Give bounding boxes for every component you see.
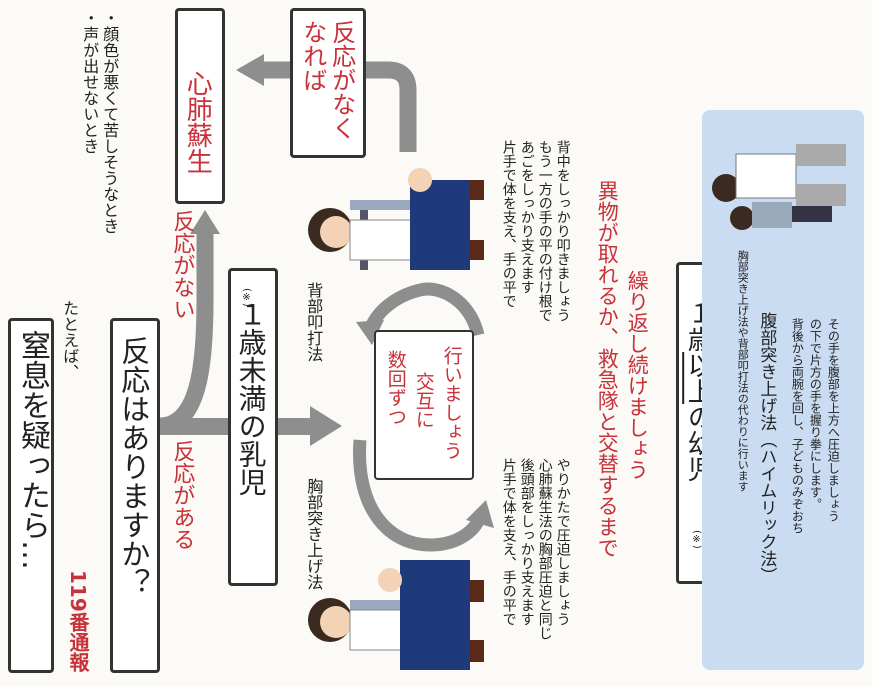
- back-blow-label: 背部叩打法: [304, 282, 324, 362]
- examples-lead: たとえば、: [60, 300, 80, 380]
- back-blow-illustration: [308, 168, 484, 270]
- chest-thrust-label: 胸部突き上げ法: [304, 478, 324, 590]
- reaction-no: 反応がない: [169, 210, 195, 320]
- heimlich-desc-2: の下で片方の手を握り拳にします。: [808, 318, 823, 510]
- heimlich-illustration: [712, 144, 846, 230]
- alternate-line-3: 行いましょう: [440, 346, 463, 460]
- repeat-line-2: 繰り返し続けましょう: [625, 270, 650, 480]
- heimlich-desc-1: 背後から両腕を回し、子どものみぞおち: [790, 318, 805, 534]
- infant-title-box: [228, 268, 278, 586]
- back-desc-2: あごをしっかり支えます: [518, 140, 535, 294]
- question-box: [110, 318, 160, 673]
- suspect-text: 窒息を疑ったら…: [15, 330, 50, 570]
- call-119-text: 119番通報: [66, 570, 90, 672]
- alternate-line-2: 交互に: [412, 372, 435, 429]
- infant-note-mark: (※): [241, 288, 252, 307]
- alternate-box: [374, 330, 474, 480]
- repeat-line-1: 異物が取れるか、救急隊と交替するまで: [595, 180, 620, 558]
- back-desc-3: もう一方の手の平の付け根で: [536, 140, 553, 322]
- suspect-box: [8, 318, 54, 673]
- example-1: ・声が出せないとき: [80, 10, 100, 154]
- chest-desc-3: 心肺蘇生法の胸部圧迫と同じ: [536, 458, 553, 640]
- no-reaction-again-text: 反応がなくなれば: [298, 20, 356, 140]
- question-text: 反応はありますか？: [116, 336, 151, 597]
- chest-desc-4: やりかたで圧迫しましょう: [554, 458, 571, 626]
- child-note-mark: (※): [691, 530, 702, 549]
- heimlich-label: 腹部突き上げ法（ハイムリック法）: [756, 312, 777, 584]
- reaction-yes: 反応がある: [169, 440, 195, 550]
- example-2: ・顔色が悪くて苦しそうなとき: [100, 10, 120, 234]
- chest-desc-1: 片手で体を支え、手の平で: [500, 458, 517, 626]
- no-reaction-again-box: [290, 8, 366, 158]
- heimlich-desc-3: その手を腹部を上方へ圧迫しましょう: [826, 318, 841, 522]
- infant-title: １歳未満の乳児: [234, 300, 268, 496]
- alternate-line-1: 数回ずつ: [384, 350, 407, 426]
- chest-thrust-illustration: [308, 560, 484, 670]
- child-note-text: 胸部突き上げ法や背部叩打法の代わりに行います: [736, 250, 750, 492]
- back-desc-1: 片手で体を支え、手の平で: [500, 140, 517, 308]
- back-desc-4: 背中をしっかり叩きましょう: [554, 140, 571, 322]
- chest-desc-2: 後頭部をしっかり支えます: [518, 458, 535, 626]
- cpr-text: 心肺蘇生: [182, 70, 213, 174]
- cpr-box: [175, 8, 225, 204]
